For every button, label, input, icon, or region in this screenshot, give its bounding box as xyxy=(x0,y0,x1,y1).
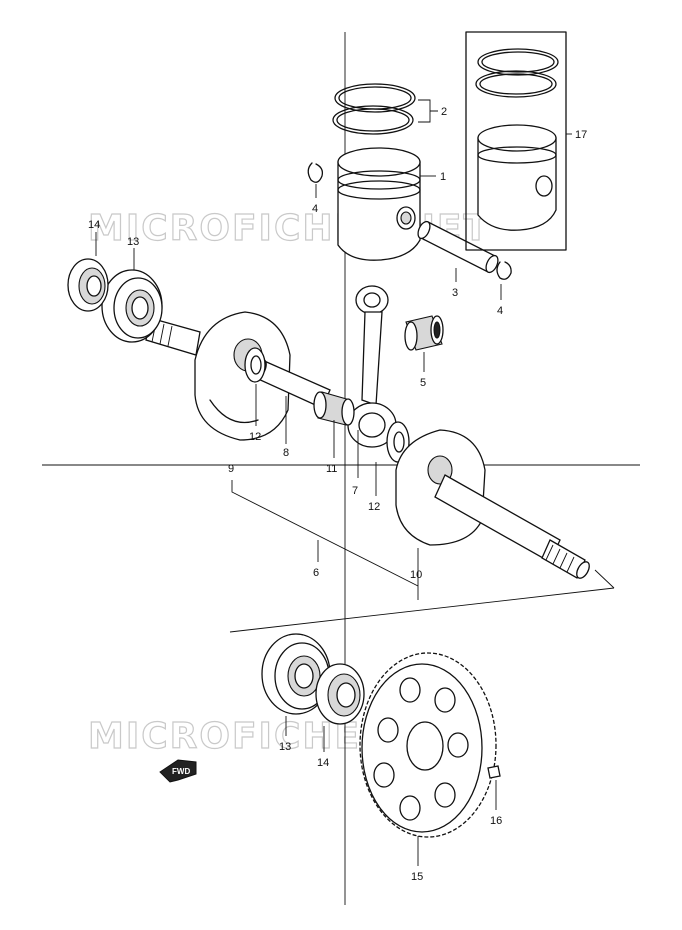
label-part-15: 15 xyxy=(411,871,423,883)
crankshaft-right-shaft[interactable] xyxy=(434,474,592,580)
bearing-13-top[interactable] xyxy=(101,269,163,343)
label-part-5: 5 xyxy=(420,377,426,389)
label-part-11: 11 xyxy=(326,463,337,475)
gear-key[interactable] xyxy=(487,765,501,779)
part-labels: 2 1 4 3 4 17 5 14 13 12 8 9 11 7 12 6 10… xyxy=(88,106,587,883)
oil-seal-14-bottom[interactable] xyxy=(315,663,365,725)
connecting-rod[interactable] xyxy=(347,285,397,448)
label-part-1: 1 xyxy=(440,171,446,183)
label-part-13-bottom: 13 xyxy=(279,741,291,753)
circlip-right[interactable] xyxy=(496,261,512,280)
fwd-label: FWD xyxy=(172,767,190,776)
label-part-16: 16 xyxy=(490,815,502,827)
circlip-left[interactable] xyxy=(307,162,324,183)
label-part-3: 3 xyxy=(452,287,458,299)
piston-pin[interactable] xyxy=(416,220,501,275)
thrust-washer-left[interactable] xyxy=(244,347,266,383)
primary-drive-gear[interactable] xyxy=(359,652,497,838)
label-part-17: 17 xyxy=(575,129,587,141)
label-part-4-right: 4 xyxy=(497,305,503,317)
label-part-7: 7 xyxy=(352,485,358,497)
label-part-12-right: 12 xyxy=(368,501,380,513)
label-part-12-left: 12 xyxy=(249,431,261,443)
label-part-13-top: 13 xyxy=(127,236,139,248)
piston-assy-box[interactable] xyxy=(465,31,567,251)
needle-bearing-big-end[interactable] xyxy=(313,391,355,426)
piston-rings[interactable] xyxy=(332,83,416,135)
label-part-9: 9 xyxy=(228,463,234,475)
piston[interactable] xyxy=(337,147,421,261)
label-part-14-bottom: 14 xyxy=(317,757,329,769)
oil-seal-14-top[interactable] xyxy=(67,258,109,312)
label-part-6: 6 xyxy=(313,567,319,579)
leader-lines xyxy=(95,99,572,866)
label-part-4-left: 4 xyxy=(312,203,318,215)
thrust-washer-right[interactable] xyxy=(386,421,410,463)
label-part-14-top: 14 xyxy=(88,219,100,231)
forward-arrow-icon: FWD xyxy=(159,759,197,783)
assembly-bracket-6 xyxy=(229,480,615,633)
needle-bearing-small-end[interactable] xyxy=(404,315,444,351)
label-part-2: 2 xyxy=(441,106,447,118)
label-part-8: 8 xyxy=(283,447,289,459)
label-part-10: 10 xyxy=(410,569,422,581)
